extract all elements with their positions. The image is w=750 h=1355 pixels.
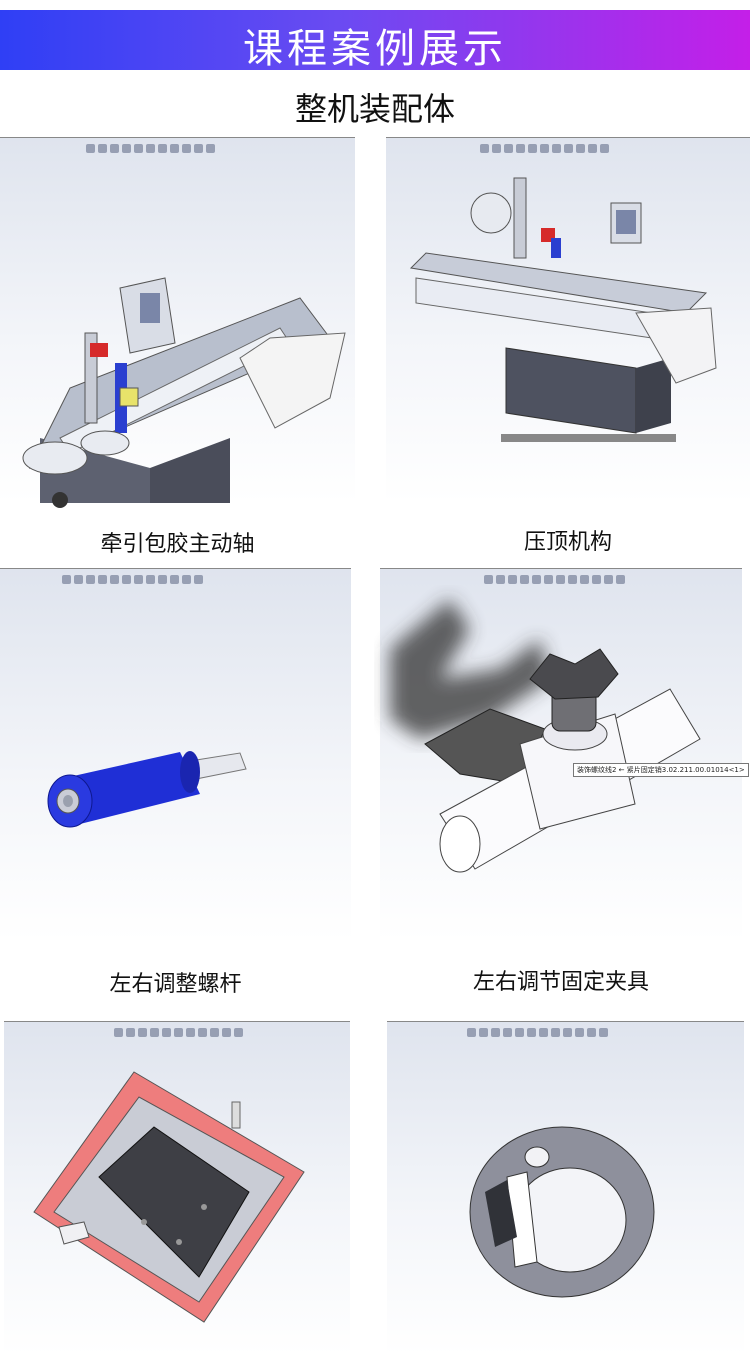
section-title: 整机装配体 [294, 90, 455, 128]
banner-title: 课程案例展示 [243, 26, 507, 72]
caption-press-mechanism: 压顶机构 [523, 530, 612, 555]
caption-adjust-fixture: 左右调节固定夹具 [472, 970, 649, 995]
cad-panel-roller [0, 568, 351, 941]
cad-toolbar [62, 575, 203, 587]
press-model-illustration [390, 599, 701, 873]
cad-panel-adjust-screw [4, 1021, 350, 1355]
roller-model-illustration [47, 751, 247, 828]
machine-model-illustration [409, 177, 717, 442]
cad-toolbar [86, 144, 215, 156]
hover-tooltip: 装饰螺纹线2 ← 紧片固定销3.02.211.00.01014<1> [573, 763, 749, 777]
cad-toolbar [484, 575, 625, 587]
cad-toolbar [480, 144, 609, 156]
caption-adjust-screw: 左右调整螺杆 [109, 972, 242, 997]
machine-model-illustration [22, 277, 346, 508]
clamp-ring-model-illustration [469, 1126, 655, 1298]
cad-panel-clamp-ring [387, 1021, 744, 1355]
cad-panel-machine-right [386, 137, 750, 503]
adjust-screw-model-illustration [33, 1071, 305, 1323]
cad-toolbar [467, 1028, 608, 1040]
cad-panel-press: 装饰螺纹线2 ← 紧片固定销3.02.211.00.01014<1> [380, 568, 749, 941]
header-banner: 课程案例展示 [0, 10, 750, 72]
caption-traction-shaft: 牵引包胶主动轴 [100, 532, 255, 557]
cad-toolbar [114, 1028, 243, 1040]
cad-panel-machine-left [0, 137, 355, 508]
